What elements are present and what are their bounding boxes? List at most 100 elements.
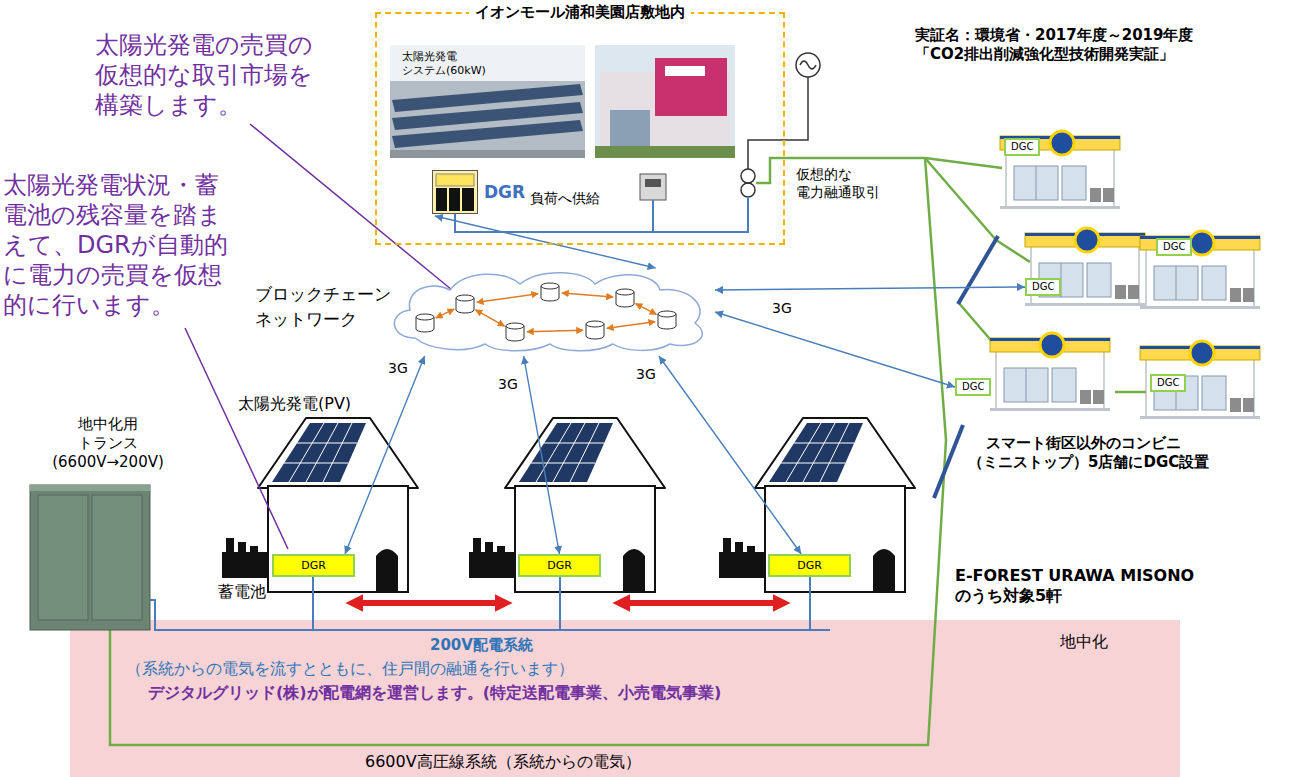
drawing-part	[741, 183, 755, 197]
line-note: （系統からの電気を流すとともに、住戸間の融通を行います）	[126, 659, 574, 679]
line-label: 6600V高圧線系統（系統からの電気）	[365, 752, 641, 772]
drawing-part	[645, 179, 661, 187]
utility-pole	[958, 236, 998, 304]
node-text: DGC	[1032, 281, 1054, 293]
text-line: 太陽光発電(PV)	[238, 394, 351, 414]
drawing-part	[958, 302, 995, 345]
text-line: （ミニストップ）5店舗にDGC設置	[968, 453, 1198, 472]
drawing-part	[92, 495, 142, 620]
store-icon	[1000, 131, 1120, 209]
operator-note: デジタルグリッド(株)が配電網を運営します。(特定送配電事業、小売電気事業)	[148, 683, 721, 703]
node-text: DGR	[484, 182, 525, 202]
drawing-part	[476, 310, 505, 326]
drawing-part	[658, 311, 676, 329]
node-text: DGC	[1011, 141, 1033, 153]
drawing-part	[800, 61, 816, 69]
drawing-part	[925, 158, 996, 240]
text-line: 「CO2排出削減強化型技術開発実証」	[915, 45, 1194, 64]
project-title: 実証名：環境省・2017年度～2019年度 「CO2排出削減強化型技術開発実証」	[915, 26, 1194, 64]
dgr-box: DGR	[768, 554, 851, 577]
text-line: システム(60kW)	[402, 64, 486, 78]
text-line: に電力の売買を仮想	[3, 260, 228, 290]
text-line: E-FOREST URAWA MISONO	[955, 566, 1194, 586]
site-boundary: イオンモール浦和美園店敷地内DGR	[375, 12, 785, 245]
house-icon	[719, 418, 915, 592]
drawing-part	[433, 171, 478, 214]
dgr-cabinet	[432, 170, 478, 214]
drawing-part	[436, 309, 454, 318]
drawing-part	[462, 188, 474, 211]
text-line: 3G	[772, 300, 792, 318]
edge-label: 3G	[386, 360, 410, 378]
text-line: DGR	[276, 559, 351, 572]
drawing-part	[312, 576, 314, 630]
drawing-part	[616, 289, 634, 295]
leader-line	[185, 328, 288, 549]
house-icon	[469, 418, 665, 592]
connector	[435, 216, 656, 268]
drawing-part	[38, 495, 88, 620]
text-line: 実証名：環境省・2017年度～2019年度	[915, 26, 1194, 45]
underground-band	[70, 620, 1180, 777]
drawing-part	[390, 150, 585, 158]
drawing-part	[559, 576, 561, 630]
text-line: 仮想的な	[796, 166, 880, 184]
text-line: 6600V高圧線系統（系統からの電気）	[365, 752, 641, 772]
drawing-part	[610, 110, 650, 152]
group-note: E-FOREST URAWA MISONO のうち対象5軒	[955, 566, 1194, 606]
text-line: 電池の残容量を踏ま	[3, 200, 228, 230]
drawing-part	[665, 66, 705, 76]
text-line: 3G	[498, 376, 518, 394]
text-line: 3G	[636, 366, 656, 384]
drawing-part	[541, 283, 559, 301]
text-line: イオンモール浦和美園店敷地内	[475, 2, 685, 22]
flow-note: 負荷へ供給	[530, 190, 600, 208]
text-line: のうち対象5軒	[955, 586, 1194, 606]
drawing-part	[30, 485, 150, 491]
text-line: デジタルグリッド(株)が配電網を運営します。(特定送配電事業、小売電気事業)	[148, 683, 721, 703]
drawing-part	[150, 600, 830, 630]
connector	[659, 356, 801, 554]
drawing-part	[394, 273, 702, 351]
drawing-part	[607, 322, 655, 329]
drawing-part	[586, 321, 604, 339]
drawing-part	[449, 188, 460, 211]
text-line: 蓄電池	[218, 582, 266, 602]
drawing-part	[616, 289, 634, 307]
dgr-box: DGR	[272, 554, 355, 577]
store-icon	[1140, 231, 1260, 309]
drawing-part	[541, 283, 559, 289]
drawing-part	[30, 485, 150, 630]
text-line: 仮想的な取引市場を	[95, 60, 313, 90]
text-line: トランス	[40, 434, 176, 453]
part-name: 地中化用 トランス (6600V→200V)	[40, 415, 176, 471]
text-line: スマート街区以外のコンビニ	[968, 434, 1198, 453]
photo-caption: 太陽光発電 システム(60kW)	[402, 50, 486, 78]
ac-source-symbol	[796, 53, 820, 77]
text-line: DGC	[1032, 281, 1054, 293]
drawing-part	[595, 45, 735, 158]
text-line: DGR	[772, 559, 847, 572]
leader-line	[250, 124, 452, 290]
text-line: DGC	[1157, 377, 1179, 389]
node-text: 地中化	[1060, 632, 1108, 652]
drawing-part	[456, 295, 474, 301]
drawing-part	[562, 293, 613, 297]
text-line: DGC	[1011, 141, 1033, 153]
node-text: DGC	[1163, 241, 1185, 253]
distribution-wire	[150, 576, 830, 630]
drawing-part	[809, 576, 811, 630]
callout-note: 太陽光発電の売買の 仮想的な取引市場を 構築します。	[95, 30, 313, 120]
edge-label: 3G	[770, 300, 794, 318]
text-line: DGC	[962, 381, 984, 393]
part-name: 蓄電池	[218, 582, 266, 602]
transformer-symbol	[741, 169, 755, 183]
node-text: DGR	[276, 559, 351, 572]
drawing-part	[110, 158, 946, 745]
text-line: 負荷へ供給	[530, 190, 600, 208]
drawing-part	[586, 321, 604, 327]
drawing-part	[436, 188, 447, 211]
text-line: DGR	[522, 559, 597, 572]
drawing-part	[925, 158, 1002, 168]
edge-label: 3G	[496, 376, 520, 394]
